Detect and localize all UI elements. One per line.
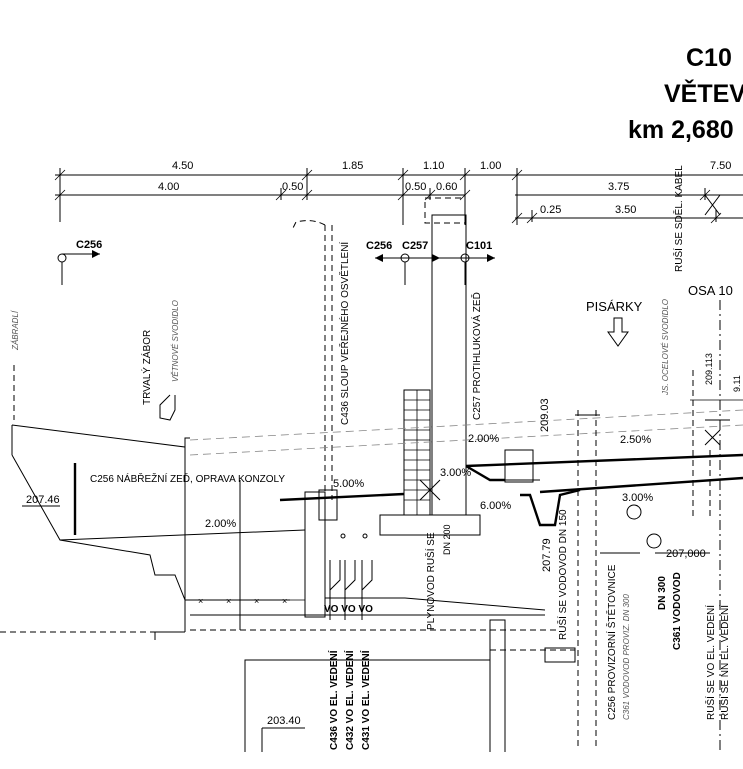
nabrezni-label: C256 NÁBŘEŽNÍ ZEĎ, OPRAVA KONZOLY (90, 472, 285, 485)
vodovod-label: C361 VODOVOD (672, 572, 683, 650)
vodovod-proviz-label: C361 VODOVOD PROVIZ. DN 300 (622, 594, 631, 720)
c432-vo-label: C432 VO EL. VEDENÍ (343, 650, 356, 750)
section-mark-center (375, 253, 495, 285)
dim-1-85: 1.85 (342, 160, 363, 172)
dim-3-75: 3.75 (608, 181, 629, 193)
slope-3-00: 3.00% (440, 467, 471, 479)
rusi-nn-label: RUŠÍ SE NN EL. VEDENÍ (718, 605, 731, 720)
provizorni-label: C256 PROVIZORNÍ ŠTĚTOVNICE (605, 564, 618, 720)
dim-4-00: 4.00 (158, 181, 179, 193)
level-9-11: 9.11 (732, 375, 742, 392)
level-207-79: 207.79 (541, 538, 553, 572)
noise-wall (379, 197, 481, 536)
utility-cables: × × × × (0, 533, 560, 633)
lamp-post-label: C436 SLOUP VEŘEJNÉHO OSVĚTLENÍ (338, 242, 351, 425)
dim-7-50: 7.50 (710, 160, 731, 172)
level-209-03: 209.03 (539, 398, 551, 432)
c436-vo-label: C436 VO EL. VEDENÍ (327, 650, 340, 750)
section-label-c256: C256 (366, 240, 392, 252)
title-line-1: C10 (686, 44, 732, 72)
dim-0-50b: 0.50 (405, 181, 426, 193)
svg-text:×: × (282, 596, 287, 606)
section-label-c257: C257 (402, 240, 428, 252)
level-203-40: 203.40 (267, 715, 301, 727)
slope-3-00-right: 3.00% (622, 492, 653, 504)
trvaly-zabor-label: TRVALÝ ZÁBOR (140, 330, 153, 405)
dim-1-10: 1.10 (423, 160, 444, 172)
dim-1-00: 1.00 (480, 160, 501, 172)
vodovod-rusi-label: RUŠÍ SE VODOVOD DN 150 (556, 509, 569, 640)
section-mark-left (57, 250, 100, 285)
svg-text:×: × (254, 596, 259, 606)
dim-0-50a: 0.50 (282, 181, 303, 193)
plynovod-label: PLYNOVOD RUŠÍ SE (424, 532, 437, 630)
dn200-label: DN 200 (442, 524, 452, 555)
slope-6-00: 6.00% (480, 500, 511, 512)
slope-2-00-left: 2.00% (205, 518, 236, 530)
slope-2-00-right: 2.00% (468, 433, 499, 445)
svg-text:×: × (226, 596, 231, 606)
rusi-vo-label: RUŠÍ SE VO EL. VEDENÍ (704, 605, 717, 720)
dim-3-50: 3.50 (615, 204, 636, 216)
road-surface (189, 409, 743, 527)
lower-structures (244, 300, 721, 752)
lamp-post (291, 220, 338, 521)
level-207-000: 207,000 (666, 548, 706, 560)
svg-text:×: × (198, 596, 203, 606)
dn300-label: DN 300 (657, 576, 668, 610)
dim-0-60: 0.60 (436, 181, 457, 193)
section-label-left: C256 (76, 239, 102, 251)
osa-label: OSA 10 (688, 283, 733, 298)
dim-4-50: 4.50 (172, 160, 193, 172)
vedeni-vo-label: VO VO VO (324, 604, 373, 615)
slope-5-00: 5.00% (333, 478, 364, 490)
level-209-113: 209.113 (704, 353, 714, 385)
title-line-3: km 2,680 (628, 116, 734, 144)
slope-2-50: 2.50% (620, 434, 651, 446)
section-label-c101: C101 (466, 240, 492, 252)
level-207-46: 207.46 (26, 494, 60, 506)
js-svodidlo-label: JS. OCELOVÉ SVODIDLO (661, 299, 670, 396)
dimension-chain (54, 168, 743, 225)
rusi-kabel-label: RUŠÍ SE SDĚL. KABEL (672, 165, 685, 272)
vetnove-svodidlo-label: VĚTNOVÉ SVODIDLO (171, 300, 180, 382)
title-line-2: VĚTEV (664, 78, 743, 108)
pisarky-label: PISÁRKY (586, 299, 643, 314)
direction-arrow-icon (607, 317, 629, 347)
c431-vo-label: C431 VO EL. VEDENÍ (359, 650, 372, 750)
right-details (690, 194, 743, 520)
noise-wall-label: C257 PROTIHLUKOVÁ ZEĎ (470, 292, 483, 420)
dim-0-25: 0.25 (540, 204, 561, 216)
zabradli-label: ZÁBRADLÍ (11, 309, 20, 351)
